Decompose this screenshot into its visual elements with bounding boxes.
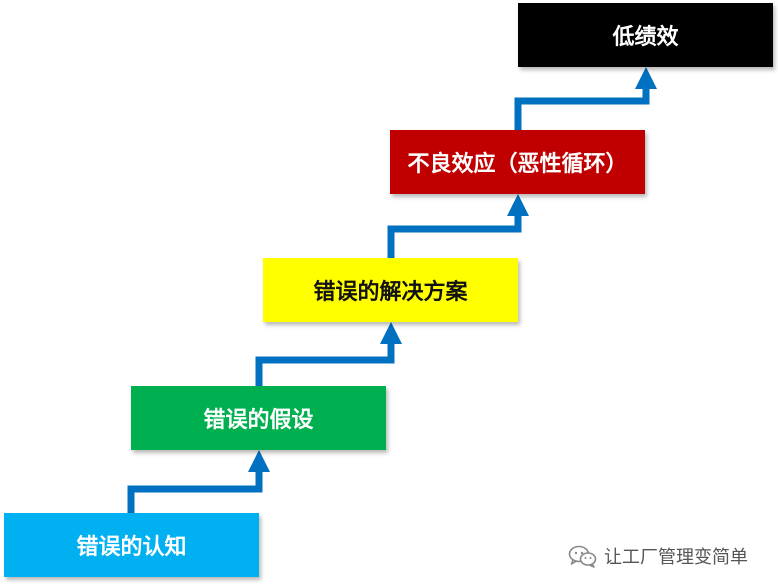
- arrow-2-to-3: [255, 322, 402, 386]
- step-label: 低绩效: [612, 25, 679, 50]
- step-label: 错误的解决方案: [313, 280, 468, 305]
- watermark: 让工厂管理变简单: [568, 543, 748, 569]
- arrow-line: [387, 214, 522, 258]
- arrow-line: [127, 470, 263, 513]
- arrow-head: [248, 450, 270, 472]
- step-label: 错误的假设: [203, 408, 314, 433]
- arrow-head: [380, 322, 402, 344]
- step-wrong-cognition: 错误的认知: [4, 513, 259, 577]
- arrow-head: [507, 194, 529, 216]
- arrow-head: [635, 67, 657, 89]
- step-low-performance: 低绩效: [518, 3, 773, 67]
- arrow-line: [255, 342, 395, 386]
- step-wrong-assumption: 错误的假设: [131, 386, 386, 450]
- watermark-text: 让工厂管理变简单: [604, 547, 748, 568]
- arrow-1-to-2: [127, 450, 270, 513]
- step-bad-effect-vicious-cycle: 不良效应（恶性循环）: [390, 130, 645, 194]
- step-wrong-solution: 错误的解决方案: [263, 258, 518, 322]
- wechat-icon: [568, 545, 597, 568]
- step-label: 错误的认知: [76, 535, 187, 560]
- arrow-4-to-5: [514, 67, 657, 130]
- arrow-3-to-4: [387, 194, 529, 258]
- arrow-line: [514, 87, 650, 130]
- step-label: 不良效应（恶性循环）: [407, 152, 628, 177]
